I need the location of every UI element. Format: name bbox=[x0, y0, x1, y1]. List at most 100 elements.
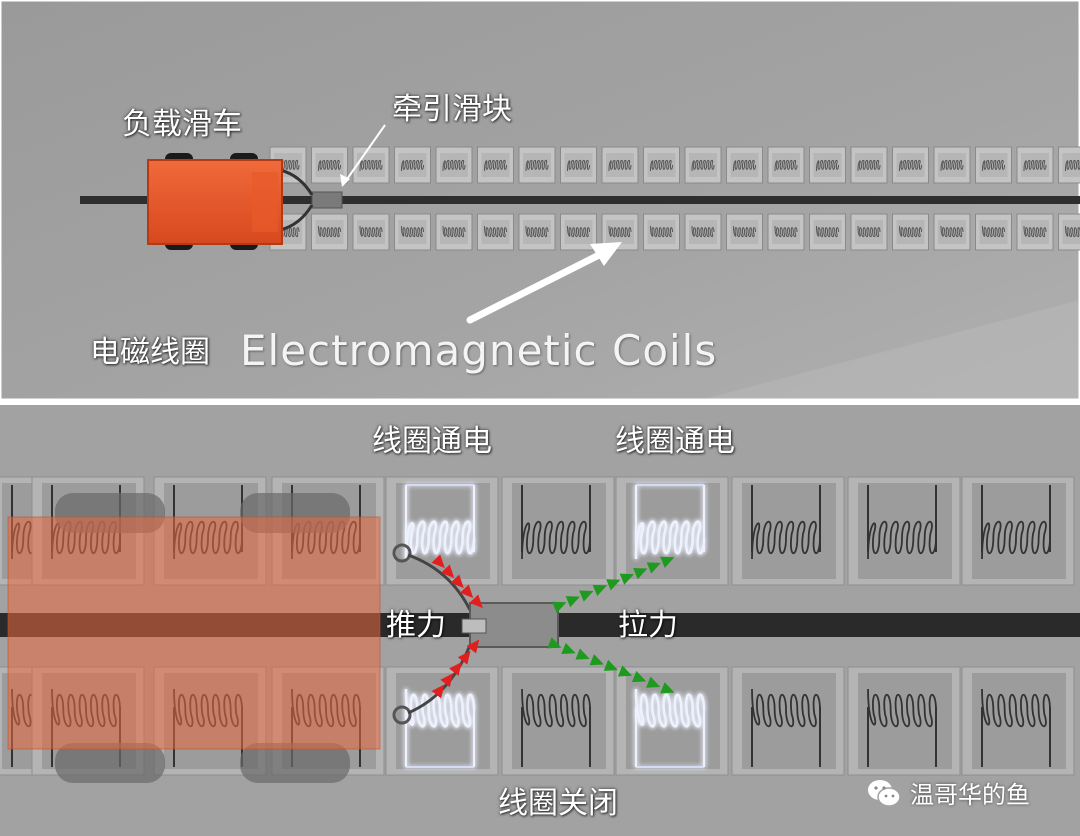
coil-cell bbox=[961, 476, 1075, 586]
watermark-text: 温哥华的鱼 bbox=[910, 781, 1030, 809]
coil-cell bbox=[643, 213, 680, 251]
coil-cell bbox=[847, 476, 961, 586]
force-chevron bbox=[592, 584, 607, 596]
force-chevron bbox=[646, 676, 661, 688]
force-chevron bbox=[561, 642, 576, 654]
force-chevron bbox=[603, 659, 619, 671]
cable-clip bbox=[392, 543, 412, 563]
force-chevron bbox=[660, 556, 675, 568]
coil-cell bbox=[615, 476, 729, 586]
force-chevron bbox=[466, 639, 480, 654]
force-chevron bbox=[457, 650, 471, 665]
coil-cell bbox=[975, 146, 1012, 184]
force-chevron bbox=[547, 637, 562, 649]
coil-cell bbox=[601, 146, 639, 184]
force-chevron bbox=[565, 596, 580, 608]
coil-cell bbox=[352, 213, 390, 251]
coil-cell bbox=[767, 146, 805, 184]
coil-cell bbox=[933, 146, 971, 184]
coil-cell bbox=[560, 146, 597, 184]
cable-upper bbox=[279, 168, 314, 196]
coil-cell bbox=[518, 213, 556, 251]
coil-cell bbox=[385, 666, 499, 776]
force-chevron bbox=[552, 601, 567, 613]
coils-label-en: Electromagnetic Coils bbox=[240, 326, 718, 375]
coil-cell bbox=[731, 476, 845, 586]
force-chevron bbox=[449, 661, 462, 676]
coil-cell bbox=[684, 213, 722, 251]
force-chevron bbox=[633, 568, 648, 580]
load-cart-label: 负载滑车 bbox=[122, 107, 242, 142]
force-chevron bbox=[646, 562, 661, 574]
watermark: 温哥华的鱼 bbox=[866, 775, 1030, 810]
coil-cell bbox=[615, 666, 729, 776]
track-overview-illustration bbox=[0, 0, 1080, 400]
pull-force-label: 拉力 bbox=[618, 608, 678, 643]
cable-upper bbox=[407, 553, 472, 611]
load-cart-translucent bbox=[8, 517, 380, 749]
lower-coil-row bbox=[269, 213, 1080, 251]
coil-cell bbox=[892, 213, 929, 251]
coil-on-right-label: 线圈通电 bbox=[615, 424, 735, 459]
coil-on-left-label: 线圈通电 bbox=[372, 424, 492, 459]
wheel-shadow bbox=[55, 743, 165, 783]
coil-cell bbox=[477, 213, 514, 251]
coil-cell bbox=[394, 213, 431, 251]
coil-cell bbox=[1016, 213, 1054, 251]
coils-pointer-line bbox=[466, 248, 609, 324]
force-detail-illustration bbox=[0, 405, 1080, 836]
force-chevron bbox=[619, 573, 634, 585]
force-chevron bbox=[441, 564, 455, 579]
coil-cell bbox=[643, 146, 680, 184]
wechat-icon bbox=[868, 779, 901, 807]
coil-cell bbox=[477, 146, 514, 184]
wheel-shadow bbox=[240, 743, 350, 783]
coil-cell bbox=[435, 213, 473, 251]
coil-cell bbox=[1016, 146, 1054, 184]
coil-cell bbox=[726, 213, 763, 251]
force-chevron bbox=[579, 590, 594, 602]
track-rail bbox=[80, 196, 1080, 204]
coil-cell bbox=[385, 476, 499, 586]
coil-cell bbox=[1058, 213, 1080, 251]
coil-cell bbox=[731, 666, 845, 776]
coil-cell bbox=[847, 666, 961, 776]
force-chevron bbox=[617, 665, 633, 677]
force-chevron bbox=[431, 684, 445, 699]
detail-panel: 线圈通电 线圈通电 推力 拉力 线圈关闭 温哥华的鱼 bbox=[0, 405, 1080, 836]
force-chevron bbox=[469, 594, 483, 609]
coil-cell bbox=[1058, 146, 1080, 184]
coil-cell bbox=[850, 213, 888, 251]
coil-cell bbox=[435, 146, 473, 184]
coil-cell bbox=[809, 213, 846, 251]
slider-connector bbox=[461, 618, 487, 634]
coil-cell bbox=[892, 146, 929, 184]
force-chevron bbox=[631, 670, 647, 683]
coils-pointer-head bbox=[590, 242, 622, 266]
slider-pointer-line bbox=[344, 124, 386, 183]
cable-clip bbox=[392, 705, 412, 725]
force-chevron bbox=[660, 682, 675, 694]
coil-cell bbox=[394, 146, 431, 184]
coil-cell bbox=[311, 213, 348, 251]
coil-cell bbox=[501, 476, 615, 586]
force-chevron bbox=[440, 673, 454, 688]
force-arrows bbox=[431, 554, 675, 699]
coil-cell bbox=[684, 146, 722, 184]
slider-pointer-head bbox=[340, 174, 350, 187]
force-chevron bbox=[460, 584, 474, 599]
coil-cell bbox=[726, 146, 763, 184]
coil-cell bbox=[933, 213, 971, 251]
cart-rear-block bbox=[252, 172, 278, 232]
force-chevron bbox=[450, 574, 464, 589]
coil-cell bbox=[961, 666, 1075, 776]
cable-lower bbox=[279, 204, 314, 232]
coil-cell bbox=[518, 146, 556, 184]
coil-cell bbox=[850, 146, 888, 184]
traction-slider bbox=[311, 191, 343, 209]
traction-slider-label: 牵引滑块 bbox=[392, 92, 512, 127]
coil-cell bbox=[352, 146, 390, 184]
coil-cell bbox=[501, 666, 615, 776]
push-force-label: 推力 bbox=[386, 608, 446, 643]
coil-off-label: 线圈关闭 bbox=[498, 786, 618, 821]
